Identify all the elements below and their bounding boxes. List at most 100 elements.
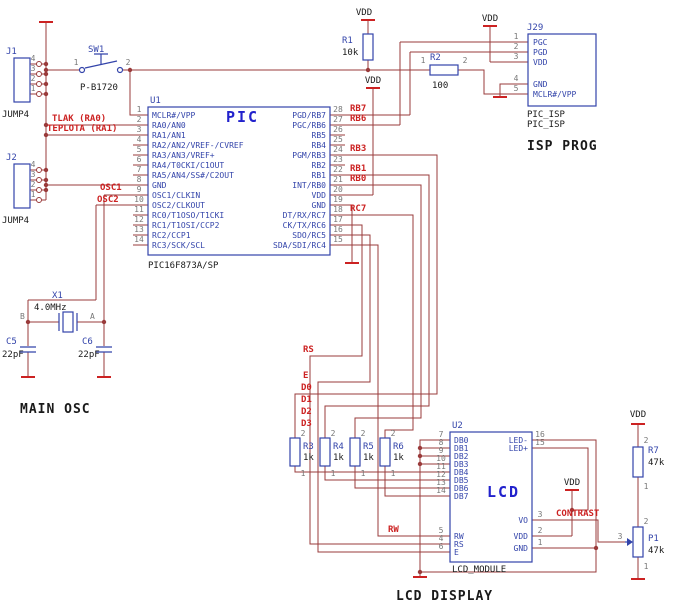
r3-pin1-number: 1 [301, 469, 306, 478]
pin-number: 2 [137, 115, 142, 124]
c5-capacitor-symbol [20, 346, 36, 353]
net-label-rb3: RB3 [350, 144, 366, 154]
r3-value: 1k [303, 453, 314, 463]
pin-number: 4 [31, 160, 36, 169]
pin-number: 2 [31, 180, 36, 189]
pin-number: 18 [333, 205, 343, 214]
pin-number: 5 [439, 526, 444, 535]
u2-title: LCD [487, 483, 520, 501]
c6-value: 22pF [78, 350, 100, 360]
u1-title: PIC [226, 108, 259, 126]
u2-lcd-body [449, 431, 533, 563]
pin-name: INT/RB0 [292, 181, 326, 190]
pin-number: 4 [439, 534, 444, 543]
pin-number: 10 [436, 454, 446, 463]
pin-number: 7 [137, 165, 142, 174]
u1-part: PIC16F873A/SP [148, 261, 219, 271]
pin-number: 6 [439, 542, 444, 551]
net-label-rb0: RB0 [350, 174, 366, 184]
j1-body [13, 57, 31, 103]
c6-ref: C6 [82, 337, 93, 347]
net-wires [27, 20, 639, 579]
pin-number: 1 [514, 32, 519, 41]
net-label-rb6: RB6 [350, 114, 366, 124]
pin-number: 13 [436, 478, 446, 487]
pin-name: PGD/RB7 [292, 111, 326, 120]
c5-value: 22pF [2, 350, 24, 360]
pin-number: 7 [439, 430, 444, 439]
pin-number: 12 [134, 215, 144, 224]
pin-name: GND [514, 544, 529, 553]
net-label-osc1: OSC1 [100, 183, 122, 193]
pin-number: 14 [436, 486, 446, 495]
pin-name: OSC2/CLKOUT [152, 201, 205, 210]
pin-number: 3 [31, 64, 36, 73]
pin-number: 3 [514, 52, 519, 61]
pin-number: 24 [333, 145, 343, 154]
pin-name: RB2 [312, 161, 327, 170]
vdd-label: VDD [365, 76, 381, 86]
vdd-label: VDD [630, 410, 646, 420]
r5-pin1-number: 1 [361, 469, 366, 478]
pin-number: 20 [333, 185, 343, 194]
net-label-rb1: RB1 [350, 164, 366, 174]
pin-name: PGD [533, 48, 548, 57]
sw1-value: P-B1720 [80, 83, 118, 93]
j29-ref: J29 [527, 23, 543, 33]
pin-number: 21 [333, 175, 343, 184]
pin-number: 6 [137, 155, 142, 164]
pin-name: GND [533, 80, 548, 89]
pin-number: 25 [333, 135, 343, 144]
main-osc-title: MAIN OSC [20, 402, 91, 417]
r2-ref: R2 [430, 53, 441, 63]
u2-part: LCD_MODULE [452, 565, 506, 575]
pin-number: 15 [535, 438, 545, 447]
pin-name: RA1/AN1 [152, 131, 186, 140]
pin-number: 8 [137, 175, 142, 184]
r2-value: 100 [432, 81, 448, 91]
texts: J1 JUMP4 J2 JUMP4 SW1 P-B1720 1 2 U1 PIC… [2, 8, 665, 604]
supply-symbols [21, 19, 645, 580]
junction-dots [25, 61, 599, 575]
j29-body [527, 33, 597, 107]
pin-number: 22 [333, 165, 343, 174]
pin-number: 3 [137, 125, 142, 134]
r6-pin1-number: 1 [391, 469, 396, 478]
pin-name: RA2/AN2/VREF-/CVREF [152, 141, 244, 150]
x1-crystal-symbol [58, 311, 78, 333]
u2-left-pin-labels: 7DB08DB19DB210DB311DB412DB513DB614DB75RW… [436, 430, 468, 557]
sw1-pin1-number: 1 [74, 58, 79, 67]
sw1-pushbutton-symbol [78, 53, 124, 74]
pin-number: 11 [436, 462, 446, 471]
p1-wiper-arrow [625, 538, 633, 546]
pin-name: VO [518, 516, 528, 525]
r5-body [349, 437, 361, 467]
pin-number: 2 [31, 74, 36, 83]
net-label-tlak: TLAK (RA0) [52, 114, 106, 124]
pin-number: 1 [31, 84, 36, 93]
pin-number: 9 [137, 185, 142, 194]
pin-number: 11 [134, 205, 144, 214]
pin-number: 28 [333, 105, 343, 114]
j2-body [13, 163, 31, 209]
net-label-rb7: RB7 [350, 104, 366, 114]
vdd-label: VDD [482, 14, 498, 24]
r5-ref: R5 [363, 442, 374, 452]
pin-name: VDD [514, 532, 529, 541]
r1-body [362, 33, 374, 61]
x1-ref: X1 [52, 291, 63, 301]
pin-number: 15 [333, 235, 343, 244]
pin-name: RC3/SCK/SCL [152, 241, 205, 250]
p1-body [632, 526, 644, 558]
pin-number: 27 [333, 115, 343, 124]
r2-pin1-number: 1 [421, 56, 426, 65]
pin-name: DB6 [454, 484, 469, 493]
pin-number: 5 [137, 145, 142, 154]
x1-pin-a: A [90, 312, 95, 321]
pin-name: RA0/AN0 [152, 121, 186, 130]
r7-pin2-number: 2 [644, 436, 649, 445]
j2-value: JUMP4 [2, 216, 29, 226]
